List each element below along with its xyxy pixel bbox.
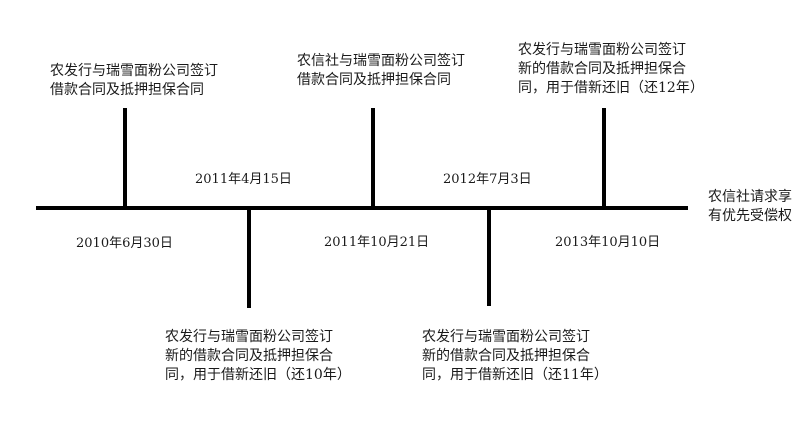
timeline-axis	[36, 206, 688, 210]
tick-down-2012-07-03	[487, 208, 491, 306]
event-label-4: 农发行与瑞雪面粉公司签订 新的借款合同及抵押担保合 同，用于借新还旧（还11年）	[422, 329, 608, 383]
tick-down-2011-04-15	[247, 208, 251, 308]
date-2013-10-10: 2013年10月10日	[555, 235, 661, 250]
event-label-2: 农发行与瑞雪面粉公司签订 新的借款合同及抵押担保合 同，用于借新还旧（还10年）	[165, 329, 351, 383]
event-label-5: 农发行与瑞雪面粉公司签订 新的借款合同及抵押担保合 同，用于借新还旧（还12年）	[518, 42, 704, 96]
date-2011-10-21: 2011年10月21日	[324, 235, 430, 250]
date-2012-07-03: 2012年7月3日	[443, 172, 532, 187]
tick-up-2010-06-30	[123, 108, 127, 208]
event-label-3: 农信社与瑞雪面粉公司签订 借款合同及抵押担保合同	[297, 53, 465, 88]
date-2011-04-15: 2011年4月15日	[195, 172, 292, 187]
tick-up-2013-10-10	[602, 108, 606, 208]
tick-up-2011-10-21	[371, 108, 375, 208]
event-label-1: 农发行与瑞雪面粉公司签订 借款合同及抵押担保合同	[50, 63, 218, 98]
end-outcome-label: 农信社请求享 有优先受偿权	[708, 189, 792, 224]
date-2010-06-30: 2010年6月30日	[76, 236, 173, 251]
